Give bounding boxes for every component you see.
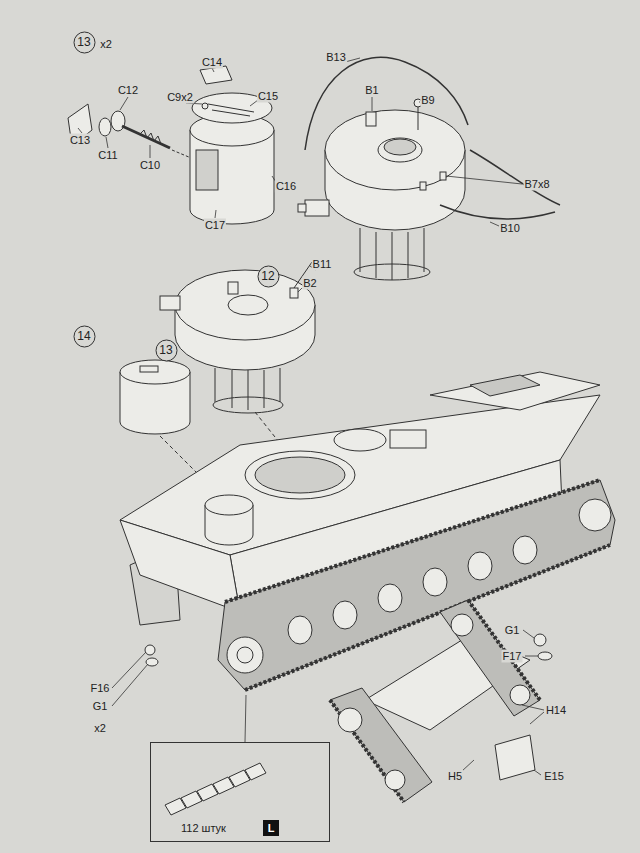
part-label: C16 (275, 180, 297, 193)
sprue-letter: L (263, 820, 279, 836)
part-label: C13 (69, 134, 91, 147)
part-label: C11 (97, 149, 118, 162)
part-label: B10 (499, 222, 521, 235)
node-text: 112 штук (181, 822, 226, 835)
part-label: E15 (543, 770, 565, 783)
node-text: 12 (261, 270, 274, 283)
part-label: C9x2 (166, 91, 194, 104)
node-text: 13 (159, 344, 172, 357)
part-label: B2 (302, 277, 317, 290)
part-label: F16 (90, 682, 111, 695)
part-label: H5 (447, 770, 463, 783)
part-label: C14 (201, 56, 223, 69)
part-label: B11 (312, 258, 333, 271)
inset-box: 112 штук L (150, 742, 330, 842)
part-label: C17 (204, 219, 226, 232)
step-number: 14 (73, 325, 96, 348)
part-label: G1 (92, 700, 109, 713)
part-label: B13 (325, 51, 347, 64)
part-label: C10 (139, 159, 161, 172)
part-label: B9 (420, 94, 435, 107)
part-label: C15 (257, 90, 279, 103)
part-label: x2 (93, 722, 107, 735)
part-label: B1 (364, 84, 379, 97)
node-text: 14 (77, 330, 90, 343)
part-label: x2 (99, 38, 113, 51)
part-label: B7x8 (523, 178, 550, 191)
node-text: L (268, 822, 275, 835)
part-label: F17 (502, 650, 523, 663)
step-number: 13 (155, 339, 178, 362)
node-text: 13 (77, 36, 90, 49)
part-label: G1 (504, 624, 521, 637)
step-number: 12 (257, 265, 280, 288)
part-label: C12 (117, 84, 139, 97)
part-label: H14 (545, 704, 567, 717)
step-number: 13 (73, 31, 96, 54)
